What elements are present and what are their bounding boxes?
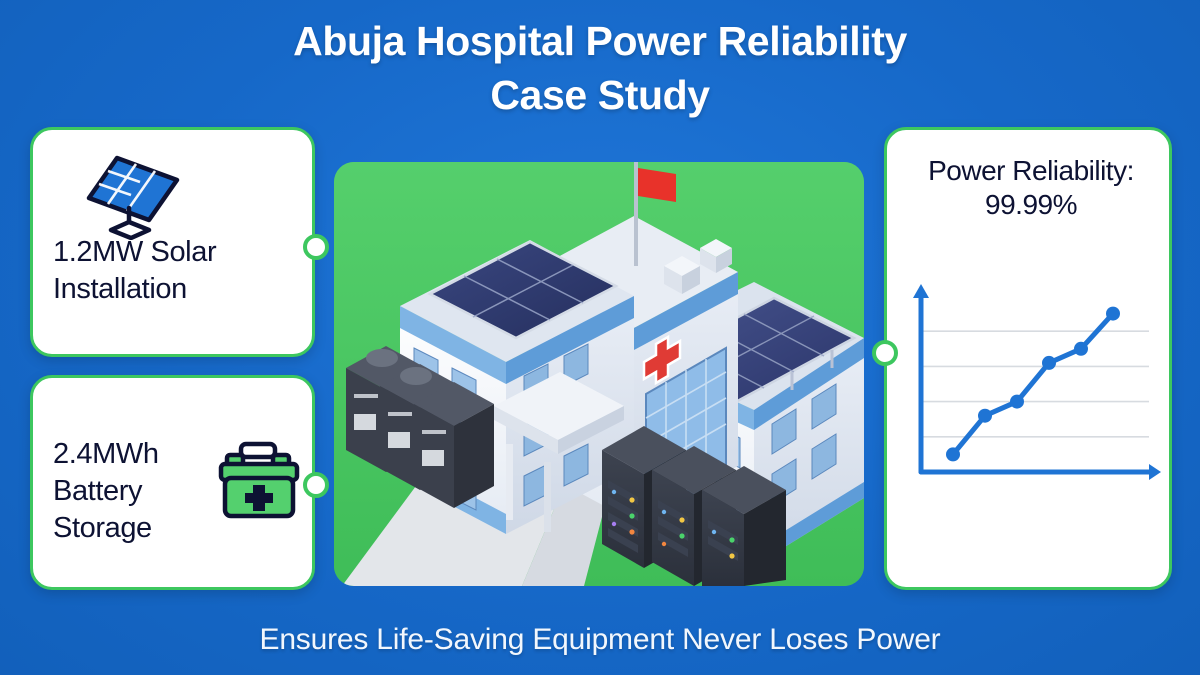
solar-panel-icon — [81, 150, 186, 245]
red-cross-icon — [642, 334, 682, 386]
isometric-hospital-scene — [334, 162, 864, 586]
flag-pole-icon — [634, 162, 676, 266]
connector-ring-battery — [303, 472, 329, 498]
connector-ring-solar — [303, 234, 329, 260]
reliability-heading: Power Reliability: 99.99% — [897, 154, 1165, 222]
card-battery-storage[interactable]: 2.4MWh Battery Storage — [30, 375, 315, 590]
connector-ring-chart — [872, 340, 898, 366]
reliability-label: Power Reliability: — [928, 155, 1134, 186]
title-line-1: Abuja Hospital Power Reliability — [293, 18, 907, 64]
card-power-reliability[interactable]: Power Reliability: 99.99% — [884, 127, 1172, 590]
chart-series-line — [950, 311, 1116, 457]
title-line-2: Case Study — [490, 72, 710, 119]
chart-data-points — [946, 306, 1120, 462]
server-racks — [602, 426, 786, 586]
line-chart-icon — [913, 284, 1161, 480]
card-solar-installation[interactable]: 1.2MW Solar Installation — [30, 127, 315, 357]
solar-card-label: 1.2MW Solar Installation — [53, 236, 217, 306]
reliability-value: 99.99% — [985, 189, 1077, 221]
battery-icon — [213, 438, 305, 529]
page-title: Abuja Hospital Power Reliability Case St… — [0, 14, 1200, 122]
hvac-units — [664, 239, 732, 294]
battery-card-label: 2.4MWh Battery Storage — [53, 438, 159, 545]
entrance-canopy — [494, 372, 624, 532]
battery-cabinets — [346, 346, 494, 508]
footer-caption: Ensures Life-Saving Equipment Never Lose… — [259, 623, 941, 656]
hospital-illustration-panel — [334, 162, 864, 586]
chart-gridlines — [921, 330, 1149, 438]
rooftop-solar-array — [427, 240, 619, 340]
chart-axes — [913, 284, 1161, 480]
